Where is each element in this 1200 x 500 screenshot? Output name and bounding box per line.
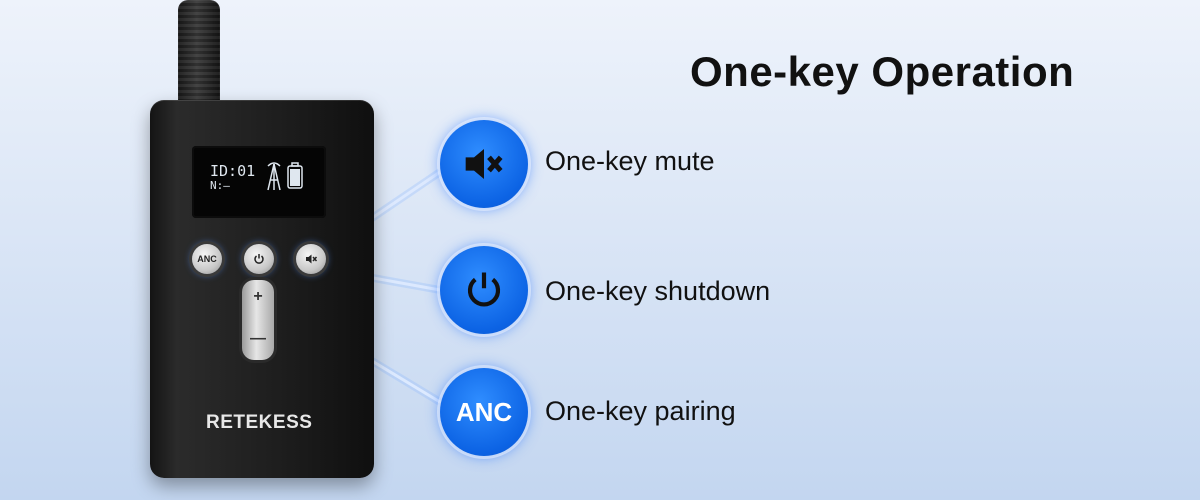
- volume-up[interactable]: +: [253, 288, 263, 305]
- mute-icon: [465, 149, 503, 179]
- pairing-badge: ANC: [440, 368, 528, 456]
- anc-device-button[interactable]: ANC: [192, 244, 222, 274]
- feature-label-pairing: One-key pairing: [545, 396, 736, 426]
- volume-down[interactable]: —: [250, 330, 266, 347]
- power-icon: [467, 272, 501, 307]
- antenna: [178, 0, 220, 118]
- feature-label-shutdown: One-key shutdown: [545, 276, 771, 306]
- feature-label-mute: One-key mute: [545, 146, 715, 176]
- mute-badge: [440, 120, 528, 208]
- volume-rocker[interactable]: + —: [242, 280, 274, 360]
- display-id: ID:01: [210, 162, 256, 180]
- transmitter-device: ID:01 N:— ANC + — RETEKESS: [150, 100, 374, 478]
- device-display: ID:01 N:—: [192, 146, 326, 218]
- brand-logo: RETEKESS: [206, 412, 313, 433]
- mute-device-button[interactable]: [296, 244, 326, 274]
- power-device-button[interactable]: [244, 244, 274, 274]
- shutdown-badge: [440, 246, 528, 334]
- signal-battery-icon: [267, 162, 303, 191]
- mute-icon: [305, 254, 317, 264]
- page-title: One-key Operation: [690, 48, 1075, 95]
- anc-text: ANC: [455, 396, 513, 427]
- power-icon: [254, 254, 264, 264]
- display-n: N:—: [210, 179, 230, 192]
